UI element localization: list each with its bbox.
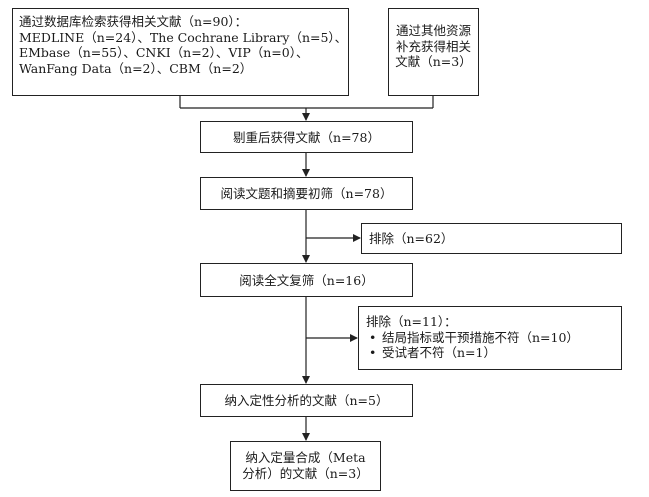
title-abstract-screen-box: 阅读文题和摘要初筛（n=78） bbox=[200, 177, 413, 210]
exclusion-box-1: 排除（n=62） bbox=[361, 223, 622, 254]
dedup-text: 剔重后获得文献（n=78） bbox=[233, 130, 380, 145]
database-search-box: 通过数据库检索获得相关文献（n=90）： MEDLINE（n=24）、The C… bbox=[12, 8, 349, 96]
database-search-line-3: EMbase（n=55）、CNKI（n=2）、VIP（n=0）、 bbox=[19, 45, 309, 60]
other-sources-line-3: 文献（n=3） bbox=[395, 54, 472, 69]
other-sources-line-1: 通过其他资源 bbox=[395, 23, 471, 38]
exclusion-2-bullet-1: 结局指标或干预措施不符（n=10） bbox=[366, 330, 621, 346]
dedup-box: 剔重后获得文献（n=78） bbox=[200, 121, 413, 153]
database-search-line-2: MEDLINE（n=24）、The Cochrane Library（n=5）、 bbox=[19, 29, 348, 45]
exclusion-box-2: 排除（n=11）： 结局指标或干预措施不符（n=10） 受试者不符（n=1） bbox=[358, 306, 622, 370]
quantitative-synthesis-box: 纳入定量合成（Meta 分析）的文献（n=3） bbox=[230, 441, 381, 491]
other-sources-box: 通过其他资源 补充获得相关 文献（n=3） bbox=[388, 8, 479, 96]
fulltext-screen-box: 阅读全文复筛（n=16） bbox=[200, 263, 413, 297]
exclusion-1-text: 排除（n=62） bbox=[369, 231, 454, 246]
database-search-line-4: WanFang Data（n=2）、CBM（n=2） bbox=[19, 60, 253, 76]
other-sources-line-2: 补充获得相关 bbox=[395, 38, 471, 54]
exclusion-2-title: 排除（n=11）： bbox=[366, 314, 457, 329]
title-abstract-text: 阅读文题和摘要初筛（n=78） bbox=[220, 186, 393, 201]
fulltext-text: 阅读全文复筛（n=16） bbox=[239, 273, 374, 288]
qualitative-analysis-box: 纳入定性分析的文献（n=5） bbox=[200, 384, 413, 417]
quantitative-line-1: 纳入定量合成（Meta bbox=[245, 450, 366, 465]
qualitative-text: 纳入定性分析的文献（n=5） bbox=[224, 393, 389, 408]
database-search-line-1: 通过数据库检索获得相关文献（n=90）： bbox=[19, 14, 248, 29]
quantitative-line-2: 分析）的文献（n=3） bbox=[242, 465, 369, 481]
exclusion-2-bullet-2: 受试者不符（n=1） bbox=[366, 345, 621, 361]
